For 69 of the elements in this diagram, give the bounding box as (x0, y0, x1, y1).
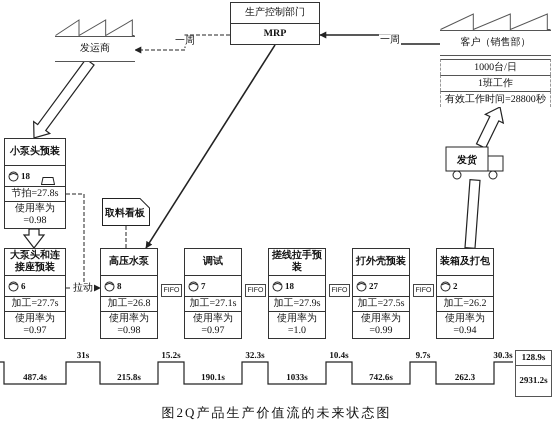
process-data: 使用率为=0.94 (437, 311, 493, 338)
process-data: 使用率为=0.99 (353, 311, 409, 338)
process-name: 打外壳预装 (353, 249, 409, 276)
process-data: 使用率为=0.98 (101, 311, 157, 338)
process-data: 加工=27.7s (5, 296, 65, 311)
process-name: 调试 (185, 249, 241, 276)
process-box (4, 138, 66, 229)
process-data: 使用率为=1.0 (269, 311, 325, 338)
caption: 图2Q产品生产价值流的未来状态图 (160, 404, 392, 422)
process-name: 小泵头预装 (5, 139, 65, 166)
operator-count: 18 (285, 281, 294, 291)
push-arrow (22, 228, 46, 249)
process-data: 使用率为=0.97 (185, 311, 241, 338)
time-value: 15.2s (161, 350, 181, 361)
process-data: 使用率为=0.98 (5, 201, 65, 228)
operator-count: 8 (117, 281, 122, 291)
arrow (319, 32, 440, 45)
dashed-arrow (134, 34, 230, 54)
process-box (184, 248, 242, 339)
factory-label: 客户（销售部） (440, 30, 551, 56)
process-data: 使用率为=0.97 (5, 311, 65, 338)
operator-count: 6 (21, 281, 26, 291)
process-box (268, 248, 326, 339)
data-row: 1000台/日 (440, 59, 551, 75)
total-time: 2931.2s (519, 375, 548, 386)
time-value: 742.6s (369, 372, 393, 383)
time-value: 32.3s (245, 350, 265, 361)
time-value: 31s (76, 350, 90, 361)
time-value: 10.4s (329, 350, 349, 361)
process-box (436, 248, 494, 339)
factory-label: 发运商 (55, 36, 135, 62)
time-value: 1033s (286, 372, 308, 383)
process-name: 大泵头和连接座预装 (5, 249, 65, 276)
data-row: 1班工作 (440, 75, 551, 91)
edge-label: 拉动 (72, 282, 94, 294)
operator-count: 27 (369, 281, 378, 291)
process-box (352, 248, 410, 339)
process-name: 搓线拉手预装 (269, 249, 325, 276)
operator-count: 2 (453, 281, 458, 291)
data-row: 有效工作时间=28800秒 (440, 91, 551, 107)
operator-count: 7 (201, 281, 206, 291)
info-box (230, 2, 320, 45)
push-arrow (476, 106, 504, 149)
process-data: 节拍=27.8s (5, 186, 65, 201)
process-data: 加工=26.8 (101, 296, 157, 311)
time-value: 190.1s (201, 372, 225, 383)
arrow (145, 44, 276, 249)
process-box (100, 248, 158, 339)
time-value: 487.4s (23, 372, 47, 383)
process-data: 加工=27.1s (185, 296, 241, 311)
time-value: 30.3s (493, 350, 513, 361)
time-value: 9.7s (416, 350, 430, 361)
operator-count: 18 (21, 171, 30, 181)
process-data: 加工=27.9s (269, 296, 325, 311)
edge-label: 一周 (174, 36, 196, 46)
department-label: 生产控制部门 (244, 6, 306, 20)
system-label: MRP (231, 23, 319, 44)
process-data: 加工=27.5s (353, 296, 409, 311)
push-arrow-tail (464, 179, 481, 249)
process-name: 装箱及打包 (437, 249, 493, 276)
kanban-label: 取料看板 (104, 206, 146, 220)
time-value: 215.8s (117, 372, 141, 383)
total-time: 128.9s (522, 352, 546, 363)
process-box (4, 248, 66, 339)
edge-label: 一周 (379, 34, 401, 46)
process-data: 加工=26.2 (437, 296, 493, 311)
process-name: 高压水泵 (101, 249, 157, 276)
time-value: 262.3 (454, 372, 476, 383)
truck-label: 发货 (456, 154, 478, 167)
